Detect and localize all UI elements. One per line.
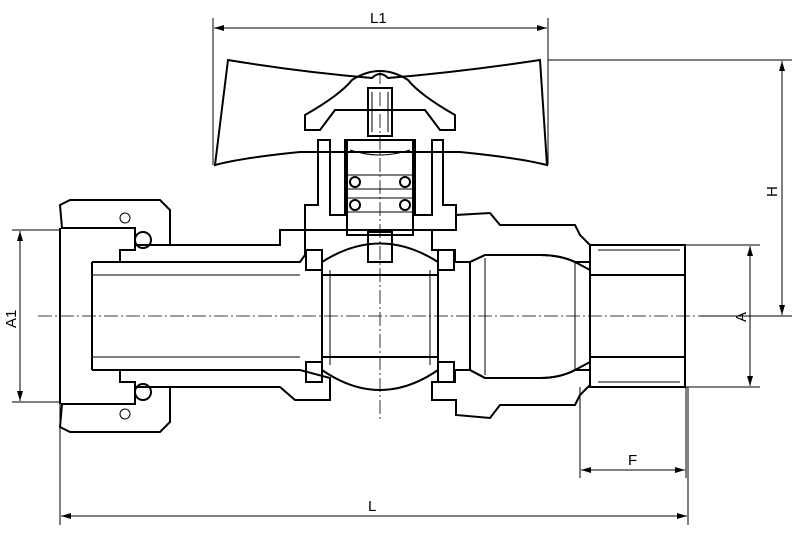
o-ring-seat-lower <box>346 197 414 213</box>
dim-label-a1: A1 <box>3 310 20 328</box>
dim-label-f: F <box>628 452 637 469</box>
dim-label-a: A <box>733 312 750 322</box>
handle <box>213 58 549 167</box>
ball-bearing <box>134 231 152 249</box>
valve-body-left <box>92 229 306 263</box>
union-insert <box>469 254 591 379</box>
handle-cap <box>304 70 456 131</box>
dim-label-h: H <box>764 186 781 197</box>
stem-screw <box>367 87 393 137</box>
o-ring <box>399 199 411 211</box>
seat <box>437 361 455 383</box>
ball-bearing <box>134 383 152 401</box>
o-ring <box>349 199 361 211</box>
union-nut <box>58 199 171 246</box>
seat <box>305 361 323 383</box>
stem-tang <box>367 231 393 263</box>
o-ring <box>399 176 411 188</box>
seat <box>305 249 323 271</box>
bonnet <box>304 139 457 231</box>
o-ring <box>349 176 361 188</box>
dim-label-l: L <box>368 498 376 515</box>
dim-label-l1: L1 <box>370 10 387 27</box>
seat <box>437 249 455 271</box>
o-ring-seat-upper <box>346 174 414 190</box>
